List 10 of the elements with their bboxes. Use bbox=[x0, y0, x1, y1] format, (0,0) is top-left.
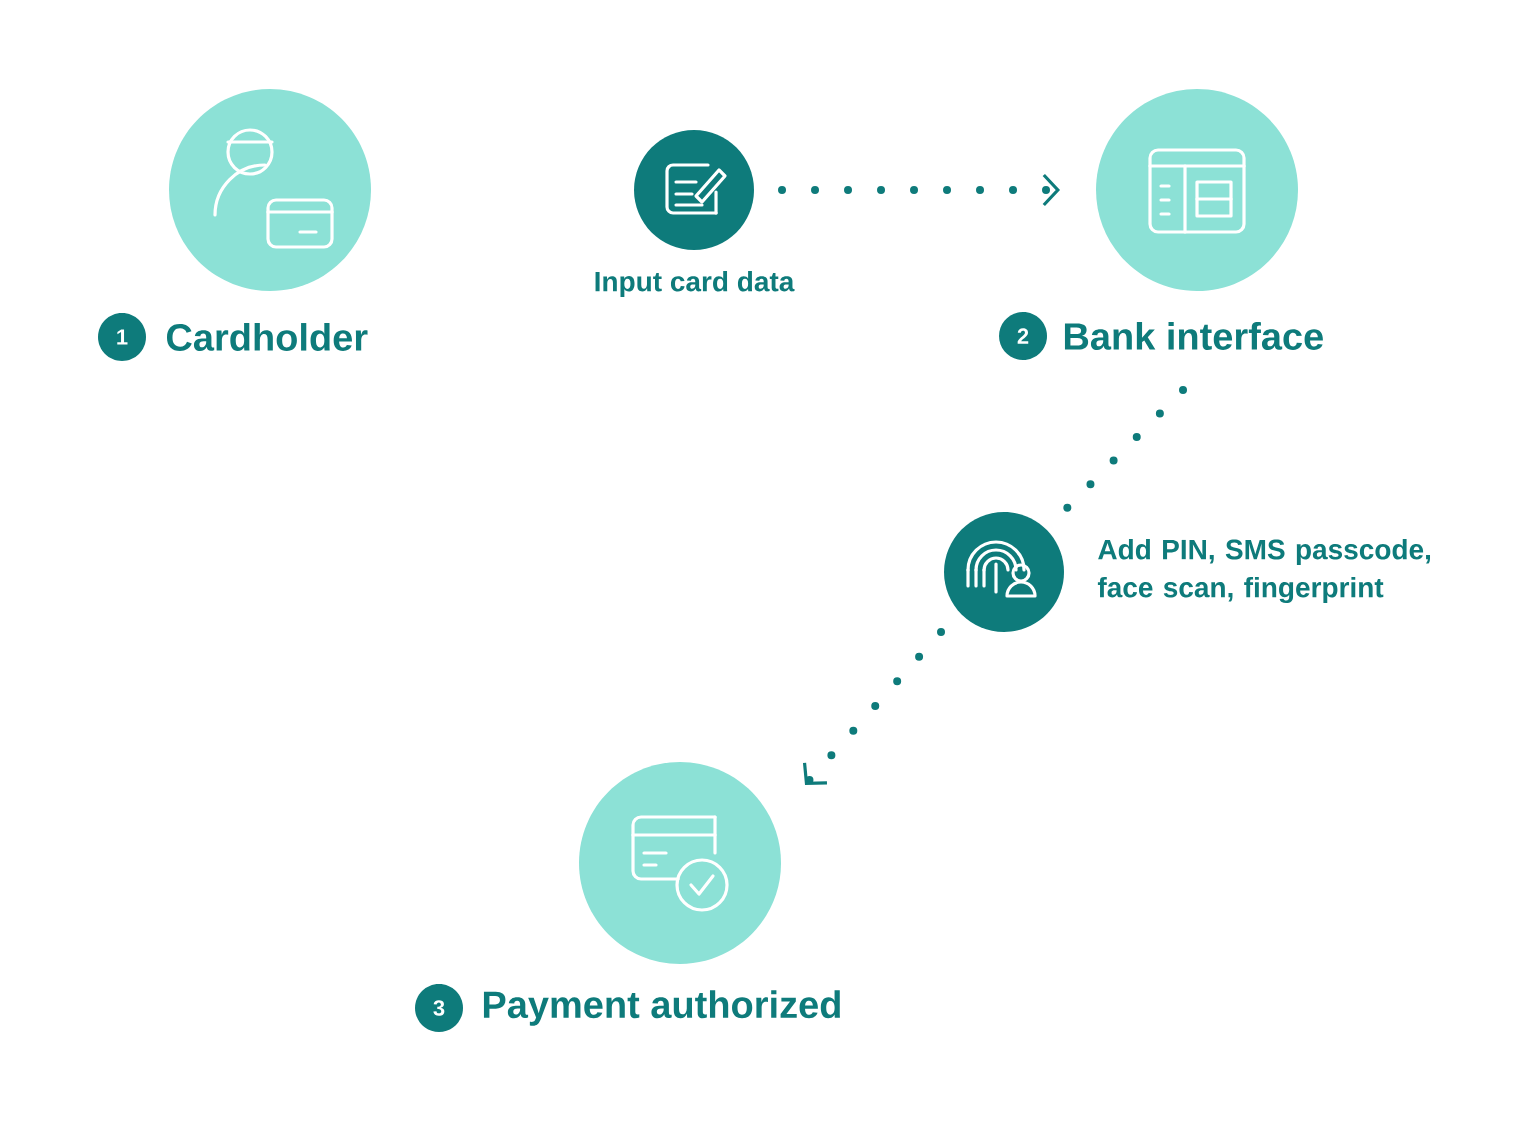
number-badge: 1 bbox=[98, 313, 146, 361]
step-label: Input card data bbox=[595, 270, 795, 298]
dotted-arrow bbox=[778, 173, 1061, 207]
number-badge: 3 bbox=[415, 984, 463, 1032]
dotted-arrow bbox=[802, 628, 945, 787]
step-heading: Bank interface bbox=[1064, 322, 1323, 350]
step-heading: Cardholder bbox=[167, 323, 368, 351]
number-badge: 2 bbox=[999, 312, 1047, 360]
step-heading: Payment authorized bbox=[483, 990, 840, 1026]
step-label: Add PIN, SMS passcode, face scan, fingerprint bbox=[1097, 538, 1430, 604]
